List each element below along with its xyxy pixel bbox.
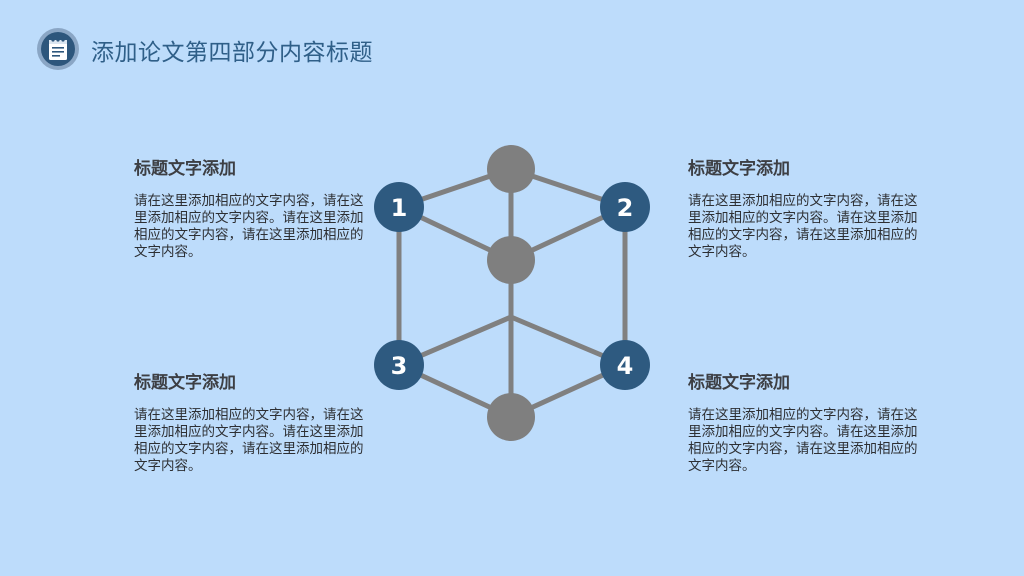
node-2-label: 2 (617, 194, 634, 222)
header-icon (37, 28, 79, 70)
block-body: 请在这里添加相应的文字内容，请在这里添加相应的文字内容。请在这里添加相应的文字内… (688, 407, 918, 474)
text-block-2: 标题文字添加 请在这里添加相应的文字内容，请在这里添加相应的文字内容。请在这里添… (688, 154, 923, 261)
node-center (487, 236, 535, 284)
node-4-label: 4 (617, 352, 634, 380)
text-block-3: 标题文字添加 请在这里添加相应的文字内容，请在这里添加相应的文字内容。请在这里添… (134, 368, 369, 475)
node-bottom (487, 393, 535, 441)
node-3-label: 3 (391, 352, 408, 380)
block-title: 标题文字添加 (134, 373, 236, 393)
block-body: 请在这里添加相应的文字内容，请在这里添加相应的文字内容。请在这里添加相应的文字内… (134, 193, 364, 260)
block-title: 标题文字添加 (688, 159, 790, 179)
page-title: 添加论文第四部分内容标题 (91, 40, 373, 66)
diagram-edges (396, 166, 628, 420)
node-1-label: 1 (391, 194, 408, 222)
block-title: 标题文字添加 (688, 373, 790, 393)
text-block-1: 标题文字添加 请在这里添加相应的文字内容，请在这里添加相应的文字内容。请在这里添… (134, 154, 369, 261)
node-1 (374, 182, 424, 232)
node-4 (600, 340, 650, 390)
text-block-4: 标题文字添加 请在这里添加相应的文字内容，请在这里添加相应的文字内容。请在这里添… (688, 368, 923, 475)
node-3 (374, 340, 424, 390)
node-top (487, 145, 535, 193)
block-body: 请在这里添加相应的文字内容，请在这里添加相应的文字内容。请在这里添加相应的文字内… (134, 407, 364, 474)
block-title: 标题文字添加 (134, 159, 236, 179)
block-body: 请在这里添加相应的文字内容，请在这里添加相应的文字内容。请在这里添加相应的文字内… (688, 193, 918, 260)
node-2 (600, 182, 650, 232)
notepad-icon (41, 32, 75, 66)
